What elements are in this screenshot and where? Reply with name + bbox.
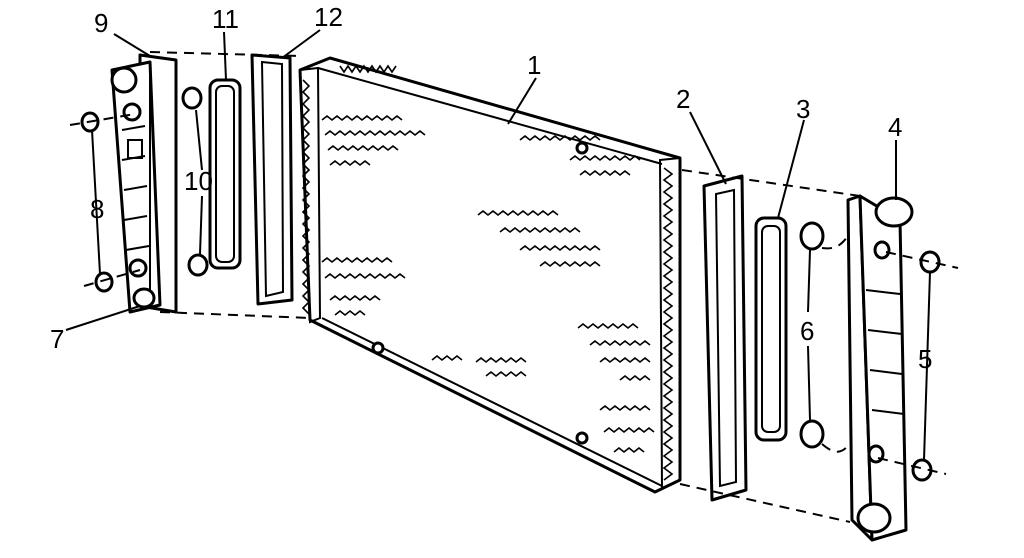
left-seal xyxy=(250,53,294,306)
right-seal xyxy=(702,174,748,502)
callout-5: 5 xyxy=(918,344,932,374)
o-ring-right-upper xyxy=(919,250,941,274)
o-ring-left-lower xyxy=(94,271,114,293)
radiator-core xyxy=(298,56,682,494)
left-oil-cooler xyxy=(181,78,242,277)
left-tank xyxy=(110,53,178,314)
right-tank xyxy=(846,194,914,542)
callout-7: 7 xyxy=(50,324,64,354)
callout-8: 8 xyxy=(90,194,104,224)
callout-6: 6 xyxy=(800,316,814,346)
callout-1: 1 xyxy=(527,50,541,80)
callout-11: 11 xyxy=(212,4,239,34)
callout-4: 4 xyxy=(888,112,902,142)
callout-9: 9 xyxy=(94,8,108,38)
right-oil-cooler xyxy=(754,216,825,449)
callout-12: 12 xyxy=(314,2,343,32)
callout-3: 3 xyxy=(796,94,810,124)
callout-2: 2 xyxy=(676,84,690,114)
callout-10: 10 xyxy=(184,166,213,196)
